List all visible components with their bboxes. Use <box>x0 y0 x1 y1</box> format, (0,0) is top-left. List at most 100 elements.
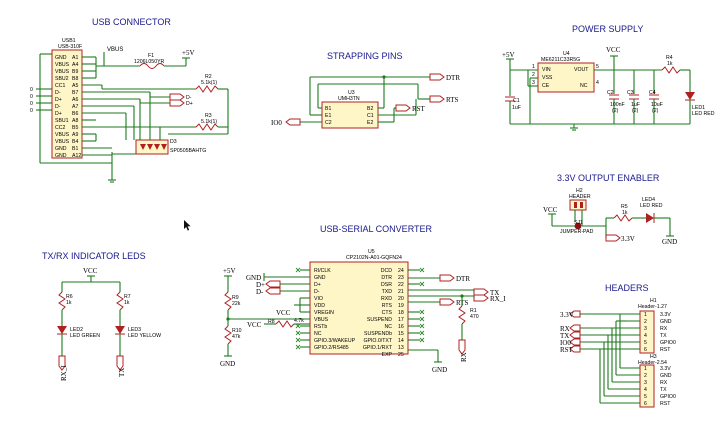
usb1-pin-name: D- <box>55 90 61 96</box>
h3-part: Header-2.54 <box>638 360 667 366</box>
sj1-part: JUMPER-PAD <box>560 229 594 235</box>
led3-ref: LED3 <box>128 327 141 333</box>
r7-value: 1k <box>124 300 130 306</box>
sj1-ref: SJ1 <box>574 220 583 226</box>
r8-value: 4.7k <box>294 318 304 324</box>
conv-rx-label: RX_I <box>490 295 506 303</box>
usb1-pin-name: GND <box>55 146 67 152</box>
enabler-block: H2 HEADER VCC SJ1 JUMPER-PAD R5 1k LED4 … <box>543 188 677 246</box>
u5-left-pin: D+ <box>314 282 321 288</box>
r1-symbol <box>458 305 466 325</box>
h1-pin-number: 1 <box>644 312 647 318</box>
u4-pin-vin: VIN <box>542 67 551 73</box>
u5-right-pin: DTR <box>381 275 392 281</box>
txrx-vcc-label: VCC <box>83 267 98 275</box>
u3-part: UMH3TN <box>338 96 360 102</box>
usb1-pin-name: SBU1 <box>55 118 69 124</box>
h3-ref: H3 <box>650 354 657 360</box>
u5-right-pin-number: 22 <box>398 282 404 288</box>
u5-right-pin-number: 21 <box>398 289 404 295</box>
u4-pin-vss: VSS <box>542 75 553 81</box>
fuse-part: 1206L050YR <box>134 59 165 65</box>
u3-pin-b1: B1 <box>325 106 331 112</box>
conv-dminus-flag <box>265 287 281 295</box>
u5-right-pin: TXD <box>382 289 393 295</box>
h2-ref: H2 <box>576 188 583 194</box>
u5-left-pin: GPIO.2/RS485 <box>314 345 349 351</box>
u3-pin-c2: C2 <box>325 120 332 126</box>
usb1-pin-number: A6 <box>72 97 78 103</box>
u5-part: CP2102N-A01-GQFN24 <box>346 255 402 261</box>
strap-rts-label: RTS <box>446 96 459 104</box>
u3-ref: U3 <box>348 90 355 96</box>
title-usb-connector: USB CONNECTOR <box>92 17 171 27</box>
u5-right-pin: NC <box>385 324 393 330</box>
u5-right-pin-number: 18 <box>398 310 404 316</box>
h1-ref: H1 <box>650 298 657 304</box>
u5-left-pin: VREGIN <box>314 310 334 316</box>
usb1-pin-name: CC2 <box>55 125 65 131</box>
u3-pin-b2: B2 <box>367 106 373 112</box>
d3-body <box>135 139 169 155</box>
led1-value: LED RED <box>692 111 715 117</box>
title-usb-serial: USB-SERIAL CONVERTER <box>320 224 433 234</box>
conv-vcc2-label: VCC <box>247 321 262 329</box>
u4-pin-num-3: 3 <box>532 80 535 86</box>
conv-gnd2-label: GND <box>220 360 235 368</box>
c1-ref: C1 <box>513 98 520 104</box>
r6-symbol <box>58 291 66 311</box>
strap-rts-flag <box>429 95 445 103</box>
u5-right-pin: GPIO.0/TXT <box>363 338 392 344</box>
u4-pin-num-2: 2 <box>532 72 535 78</box>
u5-left-pin: VDD <box>314 303 325 309</box>
usb1-pin-name: GND <box>55 55 67 61</box>
u5-right-pin-number: 15 <box>398 331 404 337</box>
led4-symbol <box>646 213 654 223</box>
r6-value: 1k <box>66 300 72 306</box>
c4-note: (2) <box>652 108 659 114</box>
d3-ref: D3 <box>170 139 177 145</box>
conv-dplus-flag <box>265 280 281 288</box>
u5-left-pin: D- <box>314 289 320 295</box>
u3-pin-e2: E2 <box>367 120 373 126</box>
u5-nc-markers-right <box>408 267 425 343</box>
sj1-pad[interactable] <box>574 222 582 230</box>
u5-right-pin-number: 19 <box>398 303 404 309</box>
usb1-pin-number: A12 <box>72 153 81 159</box>
conv-rts-flag <box>439 298 455 306</box>
u5-left-pin: RSTb <box>314 324 327 330</box>
usb1-pin-name: GND <box>55 153 67 159</box>
u5-left-pin: GPIO.3/WAKEUP <box>314 338 356 344</box>
conv-tx-label: TX <box>490 289 499 297</box>
h3-pin-number: 3 <box>644 380 647 386</box>
r9-ref: R9 <box>232 295 239 301</box>
h3-pin-name: GND <box>660 373 672 379</box>
c3-note: (2) <box>632 108 639 114</box>
h3-pin-name: RX <box>660 380 668 386</box>
led3-symbol <box>115 326 125 334</box>
header-net-flag <box>569 324 581 332</box>
u5-right-pin: RXD <box>381 296 392 302</box>
title-headers: HEADERS <box>605 283 649 293</box>
usb-dplus-flag <box>169 99 185 107</box>
txrx-rx-label: RX_I <box>60 365 68 381</box>
u5-right-pin-number: 13 <box>398 345 404 351</box>
conv-dtr-flag <box>439 274 455 282</box>
strap-dtr-label: DTR <box>446 74 460 82</box>
conv-gnd3-label: GND <box>432 366 447 374</box>
conv-rx-flag <box>473 294 489 302</box>
u5-left-pin: RI/CLK <box>314 268 331 274</box>
usb1-pin-number: B5 <box>72 125 78 131</box>
en-vcc-label: VCC <box>543 206 558 214</box>
u5-right-pin: DSR <box>381 282 392 288</box>
u5-left-pin: VBUS <box>314 317 329 323</box>
usb1-pin-name: D+ <box>55 111 62 117</box>
ps-plus5-label: +5V <box>502 51 515 59</box>
r5-symbol <box>613 214 633 222</box>
r2-value: 5.1k(1) <box>201 80 217 86</box>
title-txrx-leds: TX/RX INDICATOR LEDS <box>42 251 146 261</box>
h1-pin-name: RX <box>660 326 668 332</box>
h3-pin-number: 1 <box>644 366 647 372</box>
header-net-label: 3.3V <box>560 311 574 319</box>
u5-right-pin: EXP <box>382 352 393 358</box>
